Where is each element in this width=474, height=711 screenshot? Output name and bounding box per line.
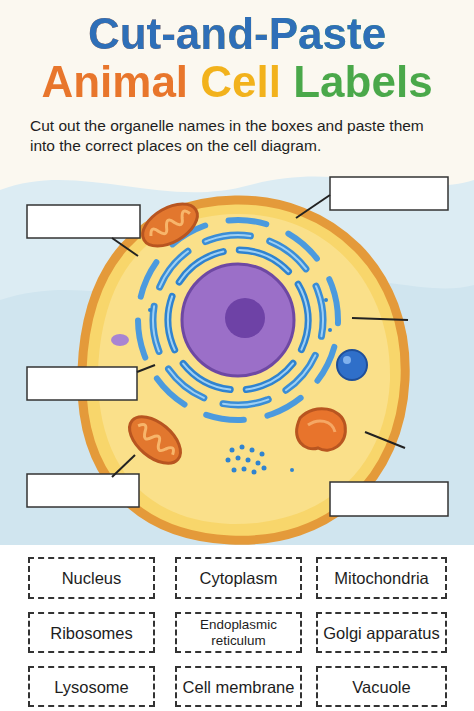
instruction-text: Cut out the organelle names in the boxes… bbox=[30, 116, 450, 156]
organelle-name: Endoplasmic reticulum bbox=[177, 617, 300, 649]
organelle-name: Ribosomes bbox=[46, 624, 137, 642]
page-title: Cut-and-Paste Animal Cell Labels bbox=[27, 10, 447, 106]
organelle-name: Cell membrane bbox=[179, 678, 299, 696]
label-card: Ribosomes bbox=[28, 612, 155, 653]
organelle-name: Mitochondria bbox=[330, 569, 432, 587]
organelle-name: Cytoplasm bbox=[196, 569, 282, 587]
organelle-name: Nucleus bbox=[58, 569, 126, 587]
label-card: Lysosome bbox=[28, 666, 155, 707]
label-card: Golgi apparatus bbox=[316, 612, 447, 653]
organelle-name: Lysosome bbox=[50, 678, 133, 696]
label-card: Endoplasmic reticulum bbox=[175, 612, 302, 653]
organelle-name: Vacuole bbox=[348, 678, 414, 696]
organelle-name: Golgi apparatus bbox=[319, 624, 444, 642]
label-card: Cell membrane bbox=[175, 666, 302, 707]
label-card: Cytoplasm bbox=[175, 557, 302, 599]
label-card: Vacuole bbox=[316, 666, 447, 707]
label-card: Nucleus bbox=[28, 557, 155, 599]
label-card: Mitochondria bbox=[316, 557, 447, 599]
